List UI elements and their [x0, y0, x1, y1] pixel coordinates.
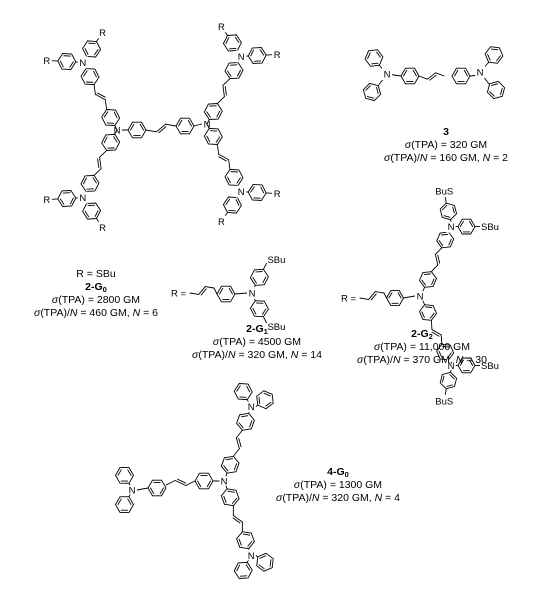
tpa-per-n-3: σ(TPA)/N = 160 GM, N = 2 [358, 152, 534, 165]
bus-label: BuS [435, 396, 453, 407]
tpa-value-4-g0: σ(TPA) = 1300 GM [254, 479, 422, 492]
r-group-label: R [43, 56, 50, 67]
nitrogen-atom: N [248, 402, 255, 413]
compound-name-2-g0: 2-G0 [12, 281, 180, 294]
r-group-label: R [274, 50, 281, 61]
nitrogen-atom: N [79, 58, 86, 69]
tpa-value-2-g0: σ(TPA) = 2800 GM [12, 294, 180, 307]
caption-2-g1: 2-G1 σ(TPA) = 4500 GM σ(TPA)/N = 320 GM,… [178, 323, 336, 362]
sbu-label: SBu [267, 255, 285, 266]
nitrogen-atom: N [248, 551, 255, 562]
sbu-label: SBu [481, 222, 499, 233]
tpa-per-n-2-g0: σ(TPA)/N = 460 GM, N = 6 [12, 307, 180, 320]
caption-compound-3: 3 σ(TPA) = 320 GM σ(TPA)/N = 160 GM, N =… [358, 126, 534, 165]
nitrogen-atom: N [448, 222, 455, 233]
bus-label: BuS [435, 187, 453, 198]
nitrogen-atom: N [384, 70, 391, 81]
tpa-per-n-2-g1: σ(TPA)/N = 320 GM, N = 14 [178, 349, 336, 362]
tpa-value-2-g2: σ(TPA) = 11,000 GM [336, 341, 508, 354]
tpa-per-n-2-g2: σ(TPA)/N = 370 GM, N = 30 [336, 354, 508, 367]
r-group-label: R [43, 195, 50, 206]
nitrogen-atom: N [79, 193, 86, 204]
nitrogen-atom: N [238, 52, 245, 63]
nitrogen-atom: N [221, 477, 228, 488]
nitrogen-atom: N [238, 187, 245, 198]
caption-4-g0: 4-G0 σ(TPA) = 1300 GM σ(TPA)/N = 320 GM,… [254, 466, 422, 505]
caption-2-g2: 2-G2 σ(TPA) = 11,000 GM σ(TPA)/N = 370 G… [336, 328, 508, 367]
r-group-label: R [218, 217, 225, 228]
tpa-per-n-4-g0: σ(TPA)/N = 320 GM, N = 4 [254, 492, 422, 505]
r-equals-label: R = [341, 294, 357, 305]
nitrogen-atom: N [417, 292, 424, 303]
caption-2-g0: R = SBu 2-G0 σ(TPA) = 2800 GM σ(TPA)/N =… [12, 268, 180, 320]
nitrogen-atom: N [477, 68, 484, 79]
r-group-label: R [99, 28, 106, 39]
compound-name-3: 3 [358, 126, 534, 139]
nitrogen-atom: N [249, 289, 256, 300]
compound-name-4-g0: 4-G0 [254, 466, 422, 479]
r-definition: R = SBu [12, 268, 180, 281]
r-group-label: R [274, 189, 281, 200]
r-group-label: R [99, 223, 106, 234]
compound-name-2-g2: 2-G2 [336, 328, 508, 341]
compound-name-2-g1: 2-G1 [178, 323, 336, 336]
r-group-label: R [218, 22, 225, 33]
tpa-value-2-g1: σ(TPA) = 4500 GM [178, 336, 336, 349]
tpa-value-3: σ(TPA) = 320 GM [358, 139, 534, 152]
